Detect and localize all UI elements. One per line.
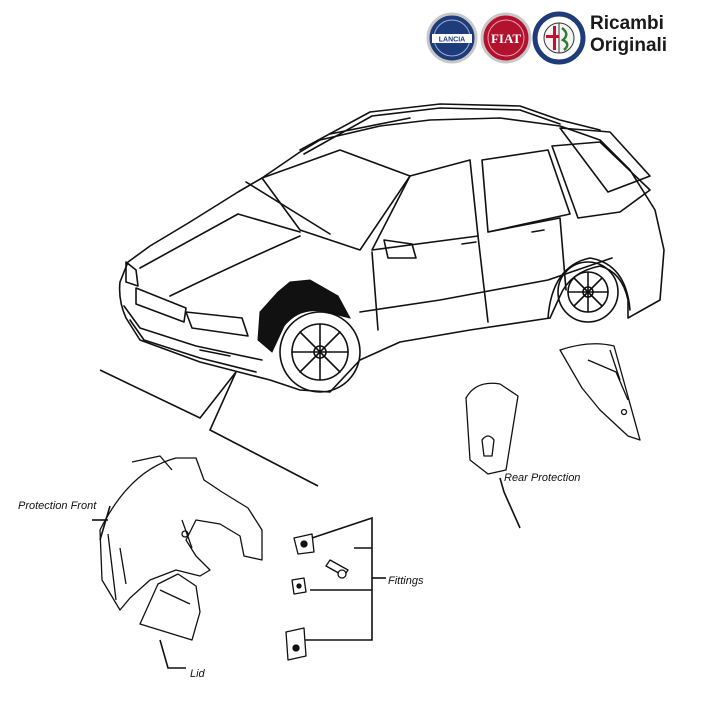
label-fittings: Fittings bbox=[388, 575, 424, 587]
rear-protection-part bbox=[465, 343, 641, 475]
front-protection-part bbox=[99, 455, 263, 611]
label-rear-protection: Rear Protection bbox=[504, 472, 581, 484]
front-liner-highlight bbox=[257, 279, 351, 353]
leader-lines bbox=[92, 369, 521, 669]
brand-line-1: Ricambi bbox=[590, 13, 664, 34]
lancia-logo: LANCIA bbox=[426, 12, 478, 64]
svg-text:FIAT: FIAT bbox=[491, 31, 521, 46]
lid-part bbox=[139, 573, 201, 641]
alfa-romeo-logo bbox=[532, 11, 586, 65]
fittings-parts bbox=[285, 533, 349, 661]
label-lid: Lid bbox=[190, 668, 205, 680]
car-drawing bbox=[118, 103, 665, 393]
brand-line-2: Originali bbox=[590, 35, 668, 56]
fiat-logo: FIAT bbox=[480, 12, 532, 64]
svg-text:LANCIA: LANCIA bbox=[439, 37, 465, 44]
label-protection-front: Protection Front bbox=[18, 500, 97, 512]
